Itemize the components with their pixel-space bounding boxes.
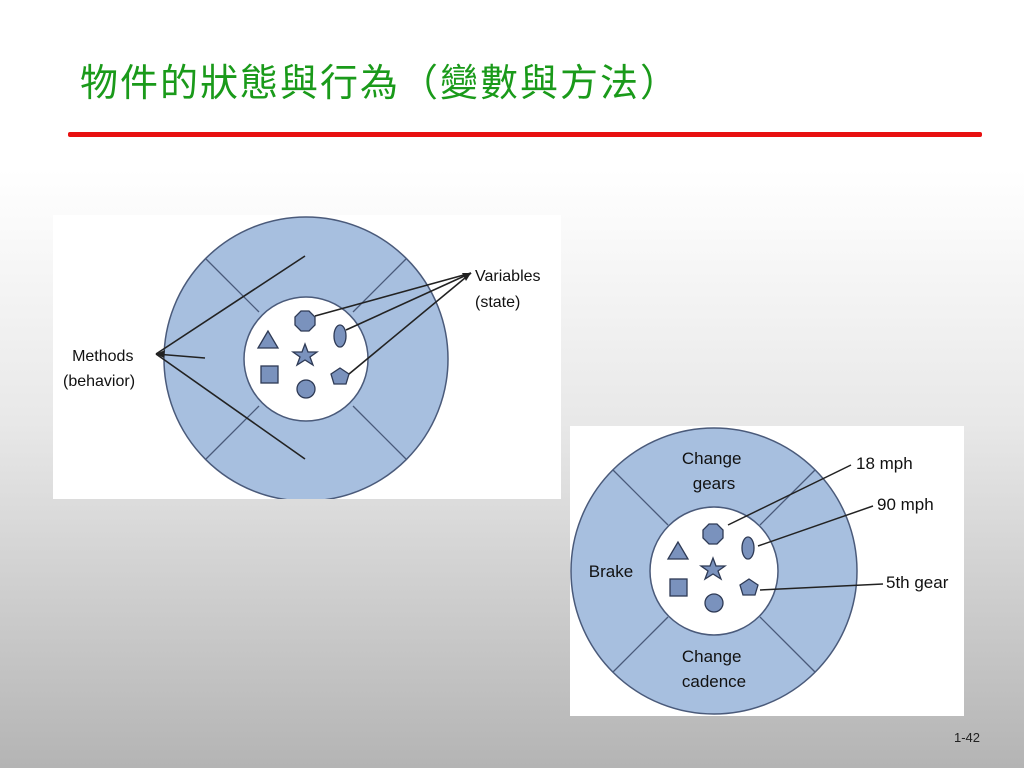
methods-pointer	[155, 353, 306, 460]
circle-shape	[704, 593, 724, 613]
triangle-shape	[256, 329, 280, 349]
svg-text:Methods (behavior): Methods (behavior)	[63, 348, 138, 390]
value-pointer	[727, 464, 852, 526]
arrowhead	[462, 273, 471, 281]
ellipse-shape	[333, 324, 347, 348]
sector-divider	[612, 469, 669, 526]
svg-text:Change cadence: Change cadence	[682, 647, 746, 691]
methods-sublabel: (behavior)	[63, 373, 135, 390]
ellipse-shape	[741, 536, 755, 560]
circle-shape	[296, 379, 316, 399]
sector-label-change-gears-2: gears	[693, 474, 736, 493]
pentagon-shape	[330, 367, 350, 385]
sector-divider	[759, 616, 816, 673]
methods-pointer	[155, 255, 306, 355]
sector-divider	[612, 616, 669, 673]
sector-label-change-gears: Change	[682, 449, 742, 468]
pentagon-shape	[739, 578, 759, 596]
methods-label: Methods	[72, 348, 133, 365]
value-label-gear: 5th gear	[886, 573, 949, 592]
sector-divider	[205, 258, 260, 313]
sector-label-change-cadence: Change	[682, 647, 742, 666]
page-number: 1-42	[953, 730, 980, 745]
svg-text:Change gears: Change gears	[682, 449, 746, 493]
variables-pointer	[314, 272, 472, 317]
value-pointer	[759, 583, 884, 591]
sector-divider	[759, 469, 816, 526]
variables-sublabel: (state)	[475, 294, 520, 311]
svg-text:Variables (state): Variables (state)	[475, 268, 545, 311]
sector-label-change-cadence-2: cadence	[682, 672, 746, 691]
bicycle-object-diagram: Change gears Brake Change cadence 18 mph…	[570, 426, 964, 716]
triangle-shape	[666, 540, 690, 560]
variables-pointer	[345, 272, 472, 331]
sector-divider	[205, 405, 260, 460]
generic-object-diagram: Methods (behavior) Variables (state)	[53, 215, 561, 499]
sector-label-brake: Brake	[589, 562, 633, 581]
octagon-shape	[702, 523, 724, 545]
square-shape	[260, 365, 279, 384]
variables-label: Variables	[475, 268, 541, 285]
value-label-cadence: 90 mph	[877, 495, 934, 514]
sector-divider	[352, 405, 407, 460]
square-shape	[669, 578, 688, 597]
arrowhead	[156, 350, 165, 358]
star-shape	[698, 556, 728, 581]
star-shape	[290, 342, 320, 367]
variables-pointer	[348, 272, 472, 375]
value-pointer	[757, 505, 874, 547]
octagon-shape	[294, 310, 316, 332]
title-underline	[68, 132, 982, 137]
value-label-speed: 18 mph	[856, 454, 913, 473]
slide-title: 物件的狀態與行為（變數與方法）	[80, 61, 681, 105]
